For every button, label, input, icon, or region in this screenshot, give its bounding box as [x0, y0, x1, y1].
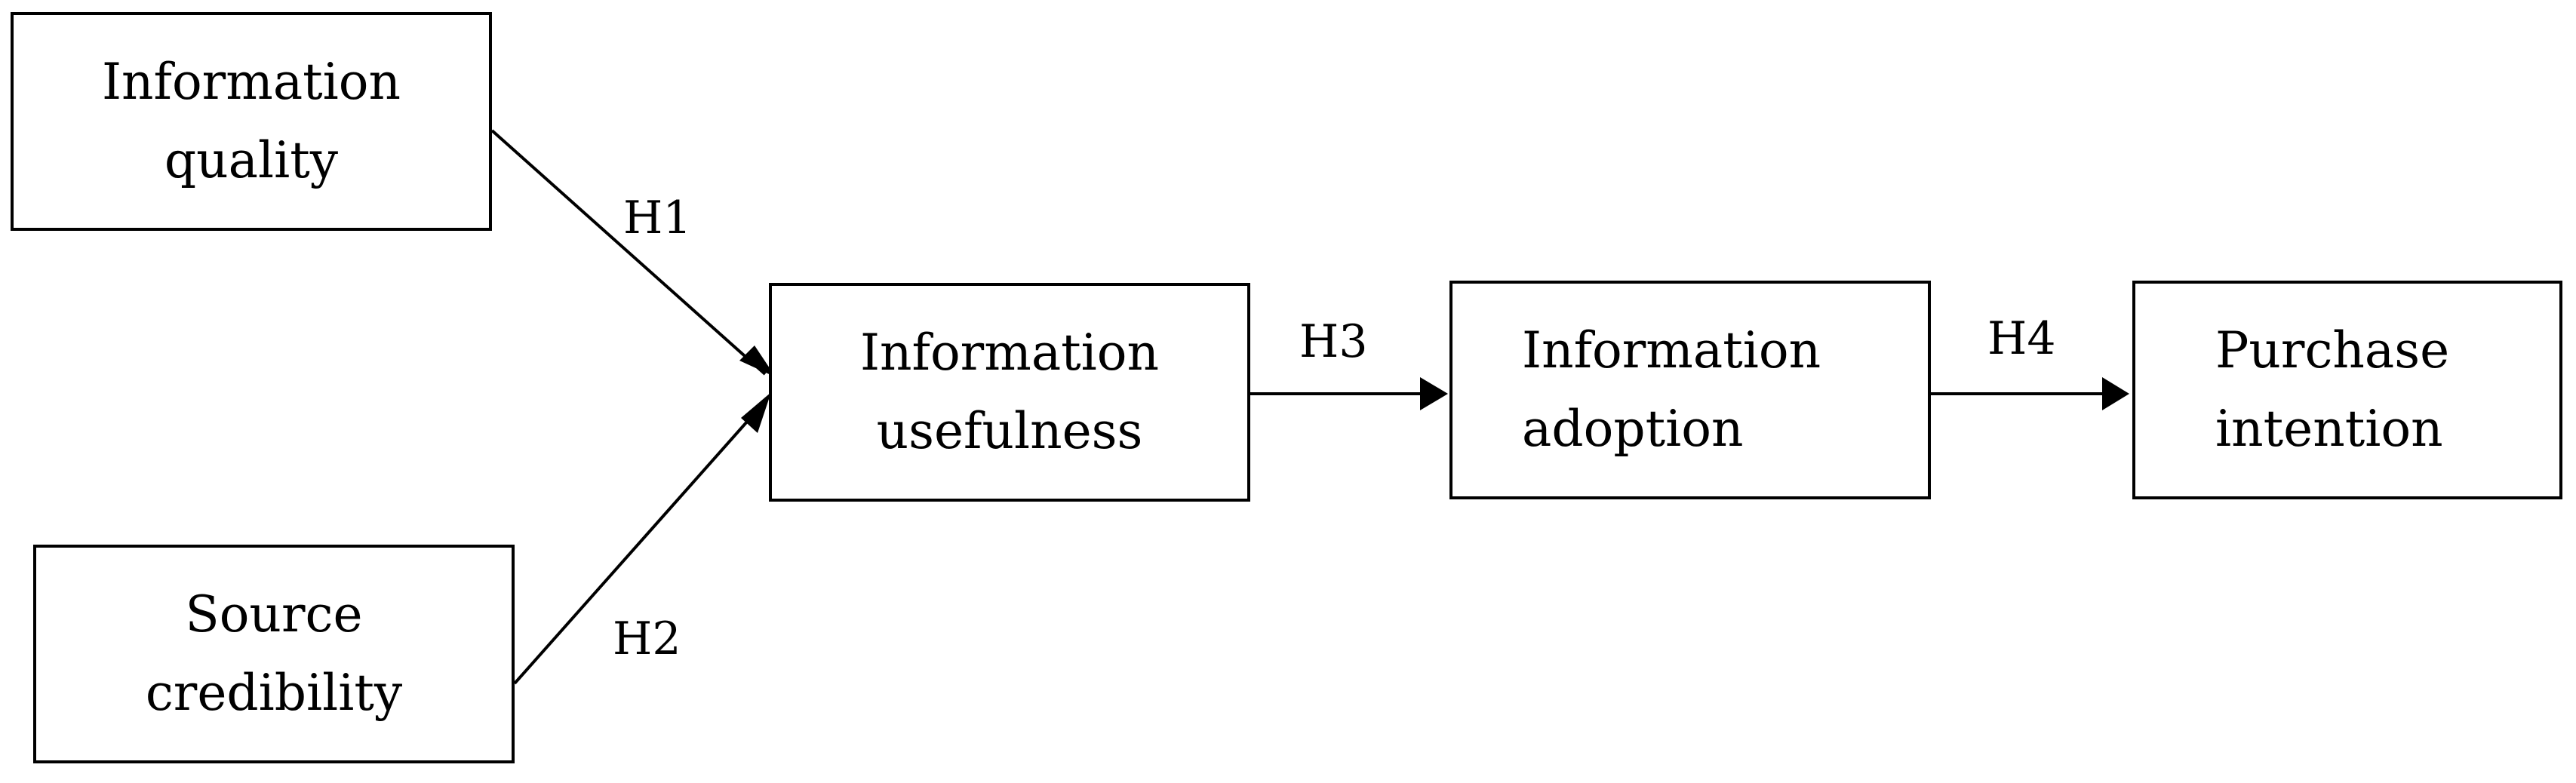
arrowhead-h4	[2102, 377, 2129, 410]
h1-label: H1	[623, 192, 692, 244]
arrow-h1	[490, 129, 767, 376]
source-credibility-line-2: credibility	[145, 664, 403, 722]
h3-label: H3	[1299, 315, 1368, 368]
source-credibility-box: Source credibility	[33, 545, 515, 763]
information-usefulness-line-1: Information	[859, 324, 1160, 382]
information-adoption-box: Information adoption	[1449, 281, 1931, 499]
arrow-h2	[513, 400, 767, 685]
source-credibility-line-1: Source	[185, 585, 363, 643]
purchase-intention-box: Purchase intention	[2132, 281, 2562, 499]
information-quality-line-2: quality	[164, 131, 339, 189]
purchase-intention-line-2: intention	[2215, 400, 2443, 458]
information-quality-box: Information quality	[11, 12, 492, 231]
arrowhead-h2	[741, 392, 771, 433]
information-adoption-line-1: Information	[1522, 321, 1821, 379]
arrowhead-h1	[739, 345, 776, 377]
arrowhead-h3	[1420, 377, 1448, 410]
purchase-intention-line-1: Purchase	[2215, 321, 2450, 379]
h4-label: H4	[1987, 312, 2056, 365]
h2-label: H2	[613, 613, 681, 665]
information-quality-line-1: Information	[101, 53, 401, 111]
information-adoption-line-2: adoption	[1522, 400, 1744, 458]
information-usefulness-line-2: usefulness	[876, 402, 1143, 460]
information-usefulness-box: Information usefulness	[769, 283, 1250, 502]
